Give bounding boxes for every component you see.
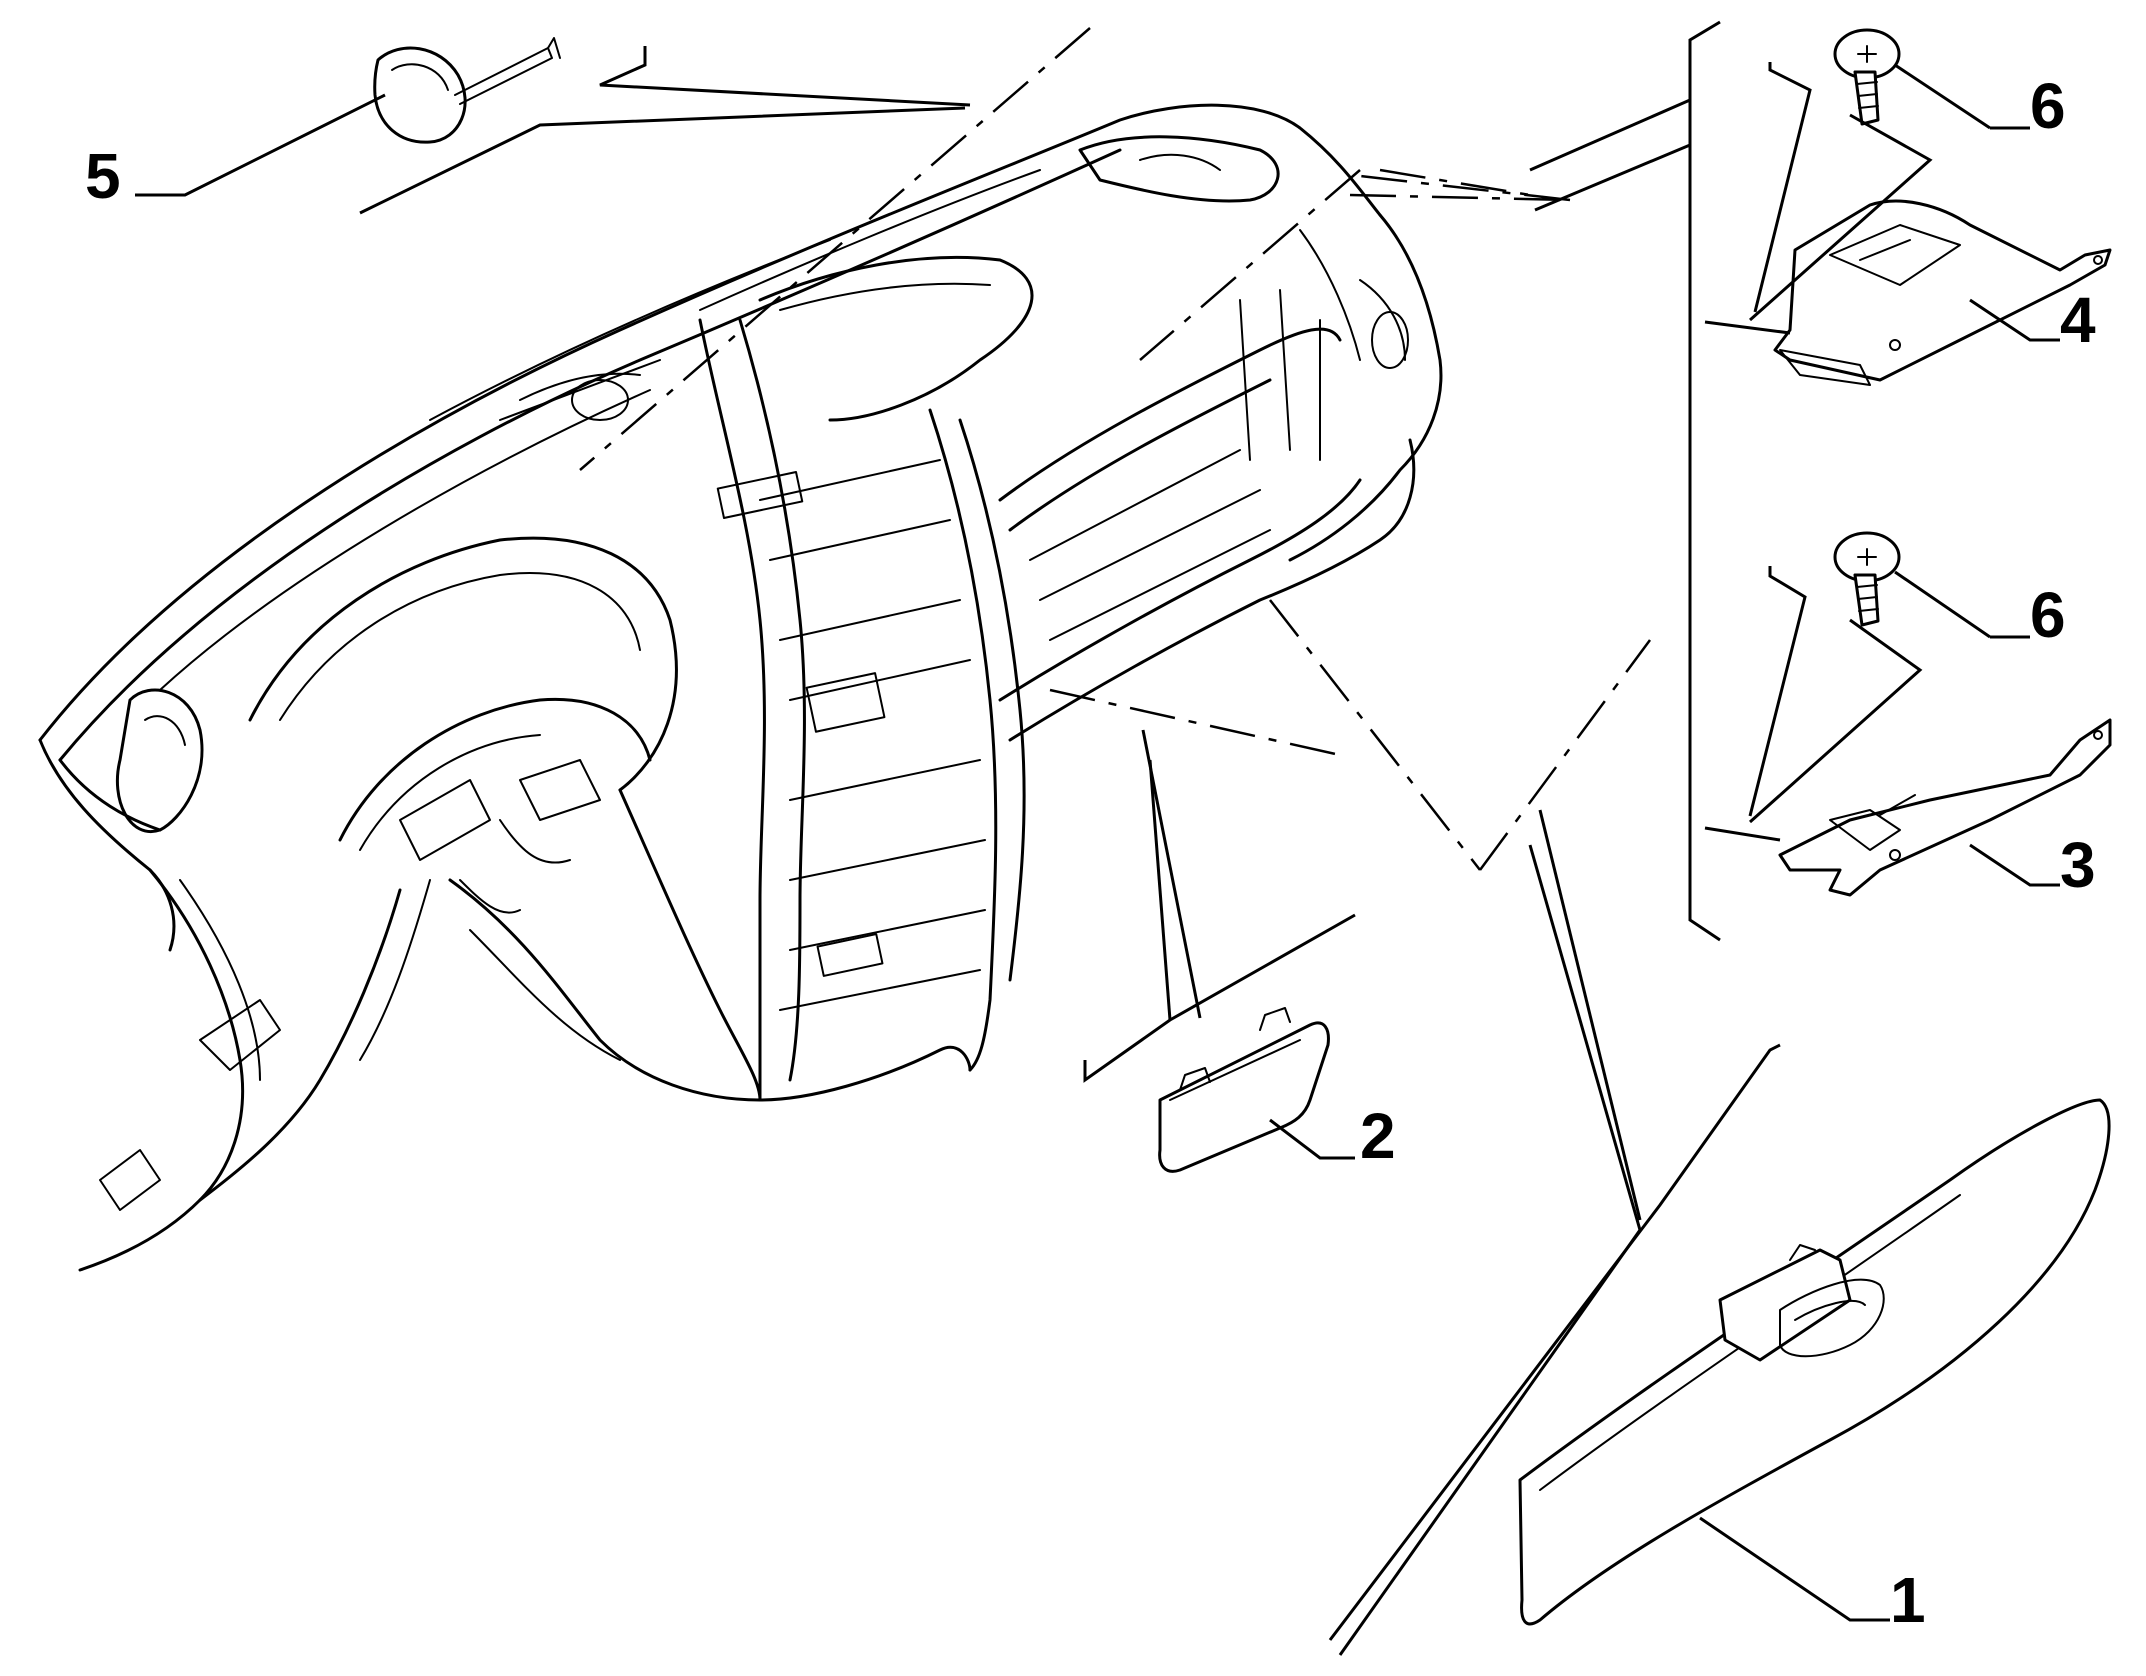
callout-3: 3 [2060, 829, 2096, 901]
assembly-guide-lines [579, 27, 1652, 871]
callout-1: 1 [1890, 1564, 1926, 1636]
callout-5: 5 [85, 140, 121, 212]
callout-6-upper: 6 [2030, 70, 2066, 142]
callout-6-lower: 6 [2030, 579, 2066, 651]
callout-numbers: 5 6 4 6 3 2 1 [85, 70, 2096, 1636]
callout-2: 2 [1360, 1100, 1396, 1172]
part-4-bracket [1773, 199, 2112, 386]
part-1-glovebox-lid [1518, 1098, 2111, 1626]
part-6-screw-upper [1833, 28, 1901, 126]
dashboard-assembly [38, 103, 1443, 1272]
part-6-screw-lower [1833, 531, 1901, 627]
part-3-bracket [1778, 718, 2112, 897]
callout-4: 4 [2060, 284, 2096, 356]
leader-lines [135, 20, 2060, 1656]
part-5-clip [373, 37, 561, 144]
part-2-cover [1158, 1007, 1330, 1173]
